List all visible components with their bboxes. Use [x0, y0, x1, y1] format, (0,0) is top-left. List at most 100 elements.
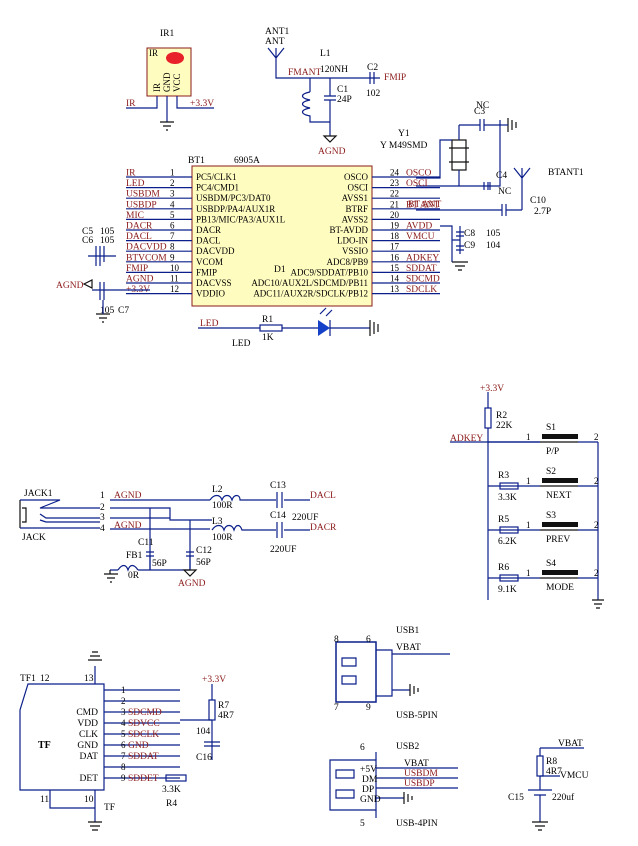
keys-net: ADKEY — [450, 434, 483, 444]
ic-left-pin-net: MIC — [126, 211, 144, 221]
c14-ref: C14 — [270, 511, 286, 521]
jack-ref: JACK1 — [24, 489, 53, 499]
c6-value: 105 — [100, 236, 115, 246]
c2-icon — [369, 72, 375, 84]
usb1-net: VBAT — [396, 643, 421, 653]
jack-agnd3: AGND — [178, 579, 206, 589]
tf-pin-net: SDDAT — [128, 752, 159, 762]
keys-gnd-icon — [592, 599, 604, 609]
key-resistor-icon — [499, 574, 519, 582]
key-pin2: 2 — [594, 432, 599, 442]
c10-icon — [416, 204, 522, 216]
c5-ref: C5 — [82, 227, 93, 237]
ic-left-pin-num: 7 — [170, 231, 175, 241]
usb1-pin6: 6 — [366, 635, 371, 645]
r7-value: 4R7 — [218, 711, 234, 721]
ic-right-pin-name: VSSIO — [342, 246, 369, 256]
usb2-pinname-5v: +5V — [360, 765, 377, 775]
c13-c14-icon — [276, 492, 283, 538]
c8-c9-icon — [440, 225, 464, 262]
r7-ref: R7 — [218, 701, 229, 711]
c4-ref: C4 — [496, 171, 507, 181]
led-diode-icon — [318, 320, 330, 336]
usb2-ref: USB2 — [396, 742, 419, 752]
y1-ref: Y1 — [398, 129, 410, 139]
c1-value: 24P — [337, 95, 352, 105]
push-button-icon — [542, 570, 578, 575]
ic-left-pin-net: IR — [126, 169, 136, 179]
ic-right-pin-num: 20 — [390, 210, 400, 220]
r8-ref: R8 — [546, 757, 557, 767]
ic-left-pin-net: USBDP — [126, 200, 157, 210]
ir-wires — [126, 96, 214, 122]
r2-value: 22K — [496, 421, 513, 431]
key-pin1: 1 — [526, 476, 531, 486]
c12-ref: C12 — [196, 546, 212, 556]
r4-ref: R4 — [166, 799, 177, 809]
tf-vcc-wires — [180, 684, 220, 760]
agnd-left: AGND — [56, 281, 84, 291]
ir-pin-vcc: VCC — [172, 73, 182, 92]
ic-left-pin-name: DACR — [196, 225, 221, 235]
ant1-value: ANT — [265, 37, 285, 47]
c10-value: 2.7P — [534, 207, 551, 217]
ic-body — [191, 165, 373, 307]
r4-icon — [165, 774, 187, 782]
keys-wires — [450, 392, 599, 600]
r1-icon — [259, 324, 283, 332]
ic-right-pin-net: BT ANT — [406, 200, 440, 210]
jack-dacl: DACL — [310, 491, 336, 501]
key-resistor-icon — [499, 526, 519, 534]
ic-left-pin-name: USBDM/PC3/DAT0 — [196, 193, 271, 203]
tf-pin13: 13 — [84, 674, 94, 684]
ic-left-pin-num: 9 — [170, 252, 175, 262]
ir-gnd-icon — [160, 121, 174, 131]
push-button-icon — [542, 434, 578, 439]
ic-right-pin-net: VMCU — [406, 232, 435, 242]
jack-pin1: 1 — [100, 491, 105, 501]
key-ref: S2 — [546, 467, 556, 477]
tf-pin-net: SDCMD — [128, 708, 162, 718]
key-name: NEXT — [546, 491, 572, 501]
usb2-gnd-icon — [403, 792, 413, 804]
ir-body-label: IR — [149, 48, 158, 58]
bt-antenna-section: BTANT1 C10 2.7P BT ANT — [408, 167, 584, 217]
net-fmant: FMANT — [288, 68, 321, 78]
tf-label2: TF — [104, 803, 115, 813]
ic-right-pin-net: SDCLK — [406, 285, 437, 295]
usb2-pin6: 6 — [360, 743, 365, 753]
c16-value: 104 — [196, 727, 211, 737]
bt-antenna-icon — [513, 167, 531, 210]
ir-pin-gnd: GND — [162, 72, 172, 92]
jack-wires — [110, 499, 212, 570]
crystal-gnd-icon — [507, 118, 517, 132]
nc-top: NC — [476, 101, 489, 111]
c3-c4-icon — [479, 119, 501, 190]
ic-left-pin-num: 6 — [170, 221, 175, 231]
ic-right-pin-net: OSCO — [406, 169, 431, 179]
r4-value: 3.3K — [162, 785, 181, 795]
c14-value: 220UF — [270, 545, 296, 555]
r8-value: 4R7 — [546, 767, 562, 777]
c8-ref: C8 — [464, 229, 475, 239]
tf-vcc: +3.3V — [202, 675, 226, 685]
ic-left-pin-num: 1 — [170, 168, 175, 178]
tf-pin-name: DAT — [80, 752, 99, 762]
usb2-pin5: 5 — [360, 819, 365, 829]
tf-pin-net: SDCLK — [128, 730, 159, 740]
fm-antenna-section: ANT1 ANT L1 120NH FMANT C1 24P AGND C2 1… — [265, 27, 406, 157]
jack-dacr: DACR — [310, 523, 337, 533]
r1-ref: R1 — [262, 315, 273, 325]
ic-left-pin-net: DACVDD — [126, 243, 167, 253]
c13-value: 220UF — [292, 513, 318, 523]
led-label: LED — [232, 339, 251, 349]
jack-body-wires — [20, 499, 100, 529]
led-gnd-icon — [369, 320, 379, 336]
ir-net-ir: IR — [126, 99, 136, 109]
ir-net-vcc: +3.3V — [190, 99, 214, 109]
power-net-out: VMCU — [560, 771, 589, 781]
ic-right-pin-num: 17 — [390, 242, 400, 252]
c15-ref: C15 — [508, 793, 524, 803]
